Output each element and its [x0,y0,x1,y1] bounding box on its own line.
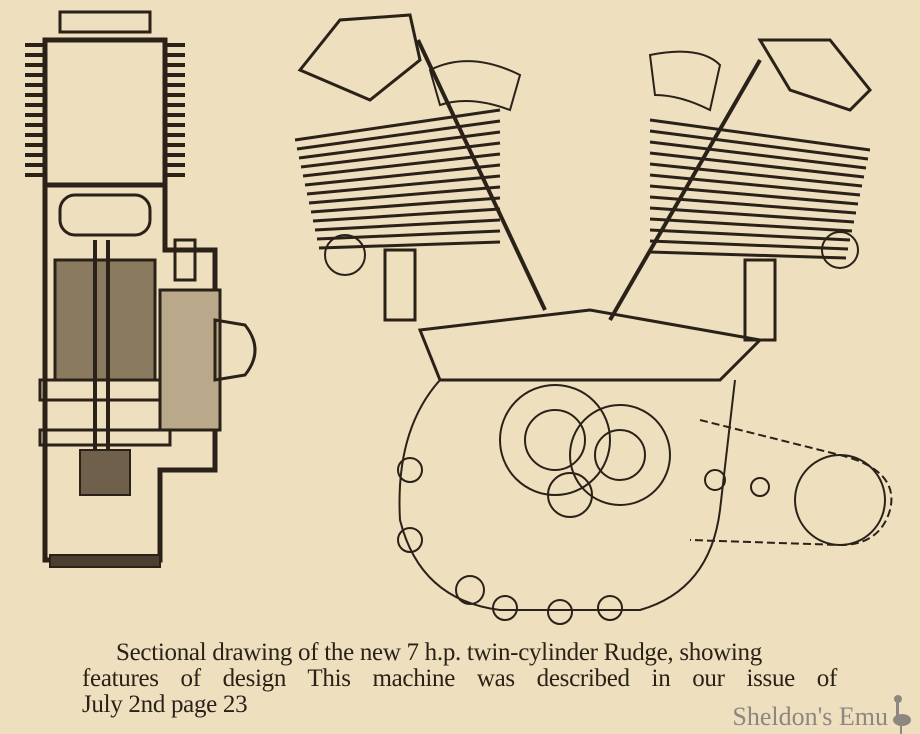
cooling-fin [649,239,849,251]
cooling-fin [306,174,501,196]
cooling-fin [310,196,501,214]
emu-logo-icon [893,695,911,734]
watermark-text: Sheldon's Emu [732,702,888,731]
cooling-fin [298,130,501,160]
cooling-fin [649,118,871,152]
cooling-fin [314,218,501,232]
cooling-fin [318,240,501,250]
cooling-fin [649,228,851,242]
cooling-fin [649,151,865,179]
cooling-fin [312,207,501,223]
caption-line-1: Sectional drawing of the new 7 h.p. twin… [116,639,762,666]
cooling-fin [308,185,501,205]
sectional-view [25,10,257,568]
cooling-fin [649,217,853,233]
cooling-fin [649,140,867,170]
cooling-fin [294,108,501,142]
cooling-fin [649,250,847,260]
v-twin-elevation [294,13,893,625]
cooling-fin [649,129,869,161]
cooling-fin [296,119,501,151]
cooling-fin [649,162,863,188]
cooling-fin [649,173,861,197]
cooling-fin [304,163,501,187]
cooling-fin [649,195,857,215]
caption-line-3: July 2nd page 23 [82,691,248,718]
figure-caption: Sectional drawing of the new 7 h.p. twin… [82,640,842,718]
caption-line-2: features of design This machine was desc… [82,665,837,692]
engine-technical-drawing [25,10,893,625]
cooling-fin [316,229,501,241]
cooling-fin [649,206,855,224]
cooling-fin [302,152,501,178]
